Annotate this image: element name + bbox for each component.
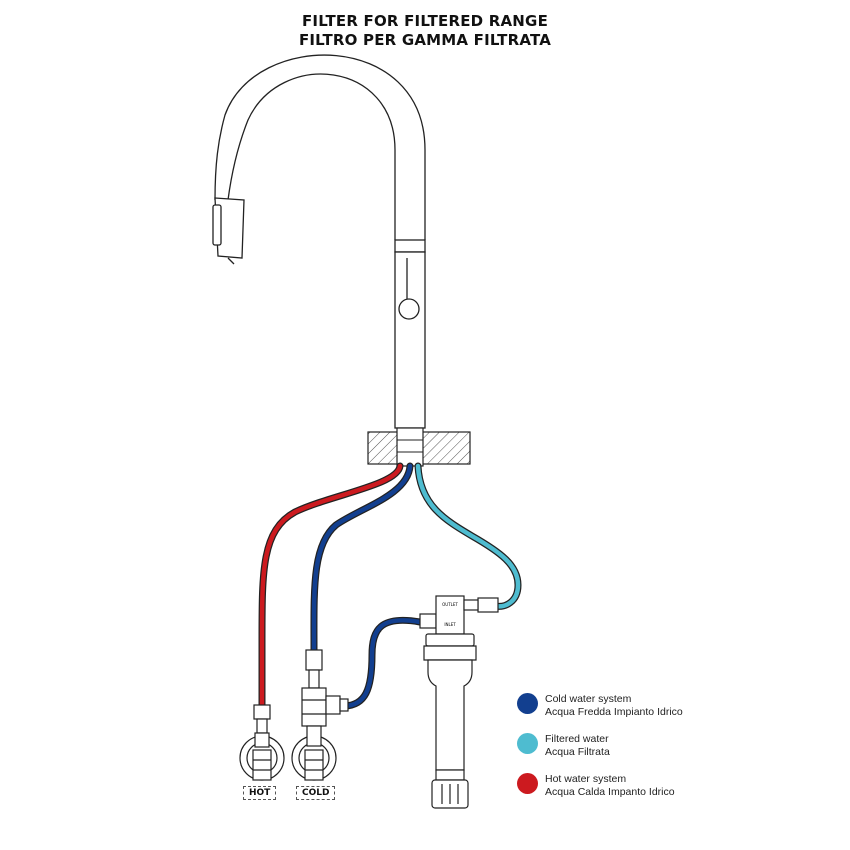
tee-fitting — [301, 649, 349, 727]
diagram-title-en: FILTER FOR FILTERED RANGE — [301, 12, 549, 30]
filtered-water-dot — [517, 733, 538, 754]
diagram-title-it: FILTRO PER GAMMA FILTRATA — [298, 31, 552, 49]
filter-inlet-label: INLET — [444, 622, 456, 627]
hot-connector — [253, 704, 271, 734]
legend-filtered-it: Acqua Filtrata — [545, 746, 610, 758]
legend-cold-en: Cold water system — [545, 693, 632, 705]
cold-angle-valve — [291, 725, 337, 781]
faucet-body — [394, 239, 426, 429]
filter-inlet-hose — [341, 616, 424, 710]
cold-valve-label: COLD — [296, 786, 336, 800]
hot-valve-label: HOT — [243, 786, 277, 800]
spray-head — [212, 197, 245, 265]
filter-cartridge — [423, 645, 477, 809]
countertop — [367, 427, 471, 467]
faucet-spout — [214, 54, 426, 240]
cold-water-dot — [517, 693, 538, 714]
legend-cold-it: Acqua Fredda Impianto Idrico — [545, 706, 683, 718]
hot-water-dot — [517, 773, 538, 794]
legend-filtered-en: Filtered water — [545, 733, 609, 745]
hot-angle-valve — [239, 732, 285, 781]
filter-head — [419, 595, 499, 647]
filter-outlet-label: OUTLET — [442, 602, 458, 607]
legend-hot-it: Acqua Calda Impanto Idrico — [545, 786, 675, 798]
legend-hot-en: Hot water system — [545, 773, 627, 785]
